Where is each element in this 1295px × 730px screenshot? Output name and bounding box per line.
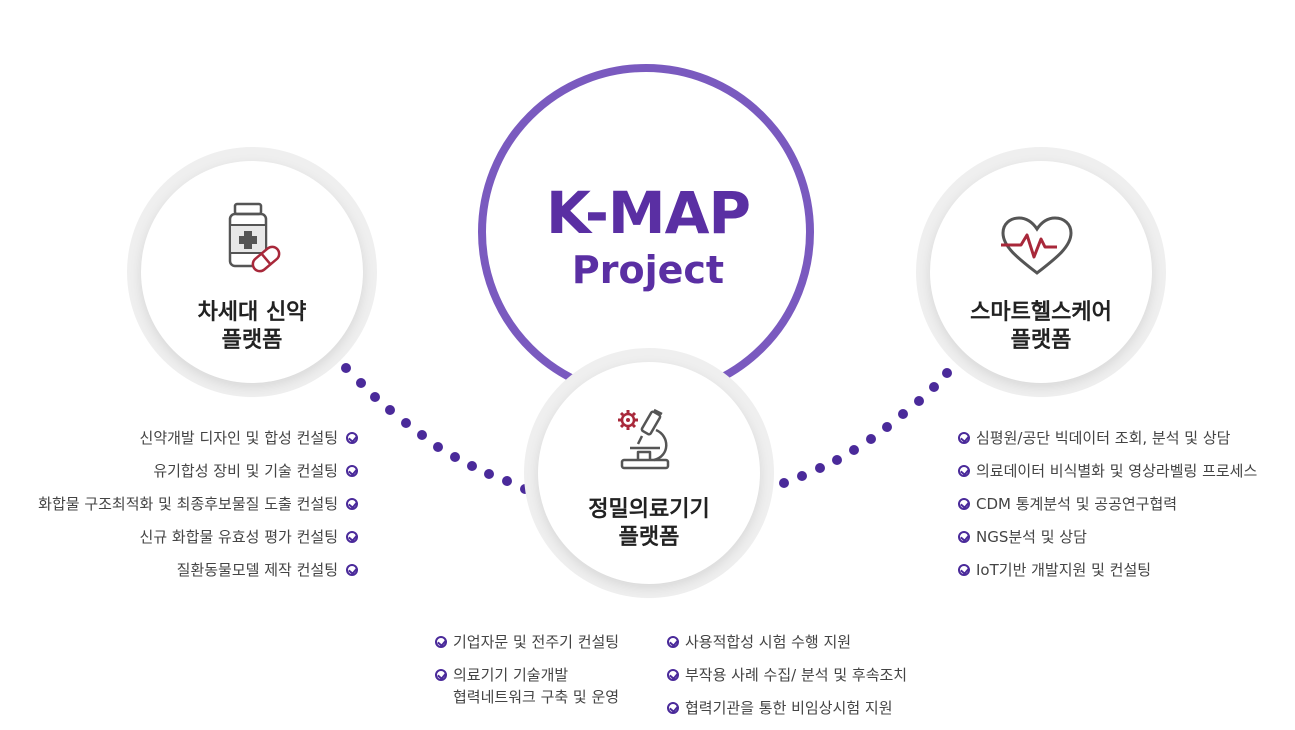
list-item-text: 기업자문 및 전주기 컨설팅 (453, 633, 620, 651)
connector-dot (815, 463, 825, 473)
list-item: 기업자문 및 전주기 컨설팅 (435, 631, 619, 664)
check-circle-icon (435, 636, 447, 648)
connector-dot (914, 396, 924, 406)
connector-dot (401, 418, 411, 428)
connector-dot (942, 368, 952, 378)
list-item-text: 유기합성 장비 및 기술 컨설팅 (153, 462, 338, 480)
node-title-line2: 플랫폼 (618, 525, 680, 550)
check-circle-icon (667, 669, 679, 681)
heart-pulse-icon (1001, 216, 1073, 275)
list-item: 심평원/공단 빅데이터 조회, 분석 및 상담 (958, 427, 1257, 460)
node-inner-circle (141, 161, 363, 383)
list-item-text: IoT기반 개발지원 및 컨설팅 (976, 561, 1152, 579)
list-item-line1: 의료기기 기술개발 (453, 666, 569, 684)
list-item-text: CDM 통계분석 및 공공연구협력 (976, 495, 1178, 513)
connector-dot (450, 452, 460, 462)
check-circle-icon (958, 531, 970, 543)
node-title-line1: 정밀의료기기 (588, 497, 710, 522)
smart-healthcare-platform-node: 스마트헬스케어 플랫폼 (916, 147, 1166, 397)
list-item: 질환동물모델 제작 컨설팅 (38, 559, 358, 592)
list-item: IoT기반 개발지원 및 컨설팅 (958, 559, 1257, 592)
list-item-text: 신약개발 디자인 및 합성 컨설팅 (139, 429, 338, 447)
check-circle-icon (346, 432, 358, 444)
check-circle-icon (346, 531, 358, 543)
precision-medical-device-platform-node: 정밀의료기기 플랫폼 (524, 348, 774, 598)
list-item-text: 의료데이터 비식별화 및 영상라벨링 프로세스 (976, 462, 1258, 480)
node-title-line2: 플랫폼 (221, 328, 283, 353)
node-title: 차세대 신약 플랫폼 (127, 299, 377, 355)
list-item-text: 사용적합성 시험 수행 지원 (685, 633, 852, 651)
list-item-text: NGS분석 및 상담 (976, 528, 1087, 546)
node-title-line1: 차세대 신약 (197, 300, 307, 325)
check-circle-icon (667, 636, 679, 648)
connector-dot (882, 422, 892, 432)
list-item: 부작용 사례 수집/ 분석 및 후속조치 (667, 664, 907, 697)
connector-dot (929, 382, 939, 392)
list-item: CDM 통계분석 및 공공연구협력 (958, 493, 1257, 526)
medicine-bottle-pill-icon (228, 202, 281, 273)
connector-dot (502, 476, 512, 486)
center-title: K-MAP (545, 179, 751, 247)
list-item: 사용적합성 시험 수행 지원 (667, 631, 907, 664)
connector-dot (341, 363, 351, 373)
connector-dot (832, 455, 842, 465)
connector-dot (385, 405, 395, 415)
node-inner-circle (930, 161, 1152, 383)
connector-dot (356, 378, 366, 388)
list-item: 신규 화합물 유효성 평가 컨설팅 (38, 526, 358, 559)
check-circle-icon (958, 564, 970, 576)
list-item: 유기합성 장비 및 기술 컨설팅 (38, 460, 358, 493)
list-item-text: 부작용 사례 수집/ 분석 및 후속조치 (685, 666, 908, 684)
connector-dot (797, 471, 807, 481)
medical-device-services-list-right: 사용적합성 시험 수행 지원 부작용 사례 수집/ 분석 및 후속조치 협력기관… (667, 631, 907, 730)
list-item: 의료데이터 비식별화 및 영상라벨링 프로세스 (958, 460, 1257, 493)
list-item-text: 화합물 구조최적화 및 최종후보물질 도출 컨설팅 (38, 495, 338, 513)
list-item: 협력기관을 통한 비임상시험 지원 (667, 697, 907, 730)
check-circle-icon (958, 465, 970, 477)
connector-dot (779, 478, 789, 488)
check-circle-icon (958, 498, 970, 510)
check-circle-icon (435, 669, 447, 681)
connector-dot (370, 392, 380, 402)
new-drug-services-list: 신약개발 디자인 및 합성 컨설팅 유기합성 장비 및 기술 컨설팅 화합물 구… (38, 427, 358, 592)
new-drug-platform-node: 차세대 신약 플랫폼 (127, 147, 377, 397)
list-item: NGS분석 및 상담 (958, 526, 1257, 559)
list-item: 신약개발 디자인 및 합성 컨설팅 (38, 427, 358, 460)
node-title: 스마트헬스케어 플랫폼 (916, 299, 1166, 355)
kmap-center-circle (478, 64, 814, 400)
check-circle-icon (346, 498, 358, 510)
check-circle-icon (958, 432, 970, 444)
node-inner-circle (538, 362, 760, 584)
list-item-text: 심평원/공단 빅데이터 조회, 분석 및 상담 (976, 429, 1231, 447)
connector-dot (433, 442, 443, 452)
check-circle-icon (667, 702, 679, 714)
connector-dot (898, 409, 908, 419)
connector-dot (417, 430, 427, 440)
list-item-text: 질환동물모델 제작 컨설팅 (176, 561, 338, 579)
connector-dot (866, 434, 876, 444)
node-title-line1: 스마트헬스케어 (970, 300, 1112, 325)
node-title: 정밀의료기기 플랫폼 (524, 496, 774, 552)
check-circle-icon (346, 465, 358, 477)
node-title-line2: 플랫폼 (1010, 328, 1072, 353)
connector-dot (467, 461, 477, 471)
list-item: 화합물 구조최적화 및 최종후보물질 도출 컨설팅 (38, 493, 358, 526)
microscope-gear-icon (618, 408, 670, 470)
smart-healthcare-services-list: 심평원/공단 빅데이터 조회, 분석 및 상담 의료데이터 비식별화 및 영상라… (958, 427, 1257, 592)
check-circle-icon (346, 564, 358, 576)
list-item-line2: 협력네트워크 구축 및 운영 (453, 688, 620, 706)
center-subtitle: Project (571, 248, 725, 292)
list-item-text: 협력기관을 통한 비임상시험 지원 (685, 699, 893, 717)
connector-dot (849, 445, 859, 455)
connector-dot (484, 469, 494, 479)
list-item-text: 신규 화합물 유효성 평가 컨설팅 (139, 528, 338, 546)
